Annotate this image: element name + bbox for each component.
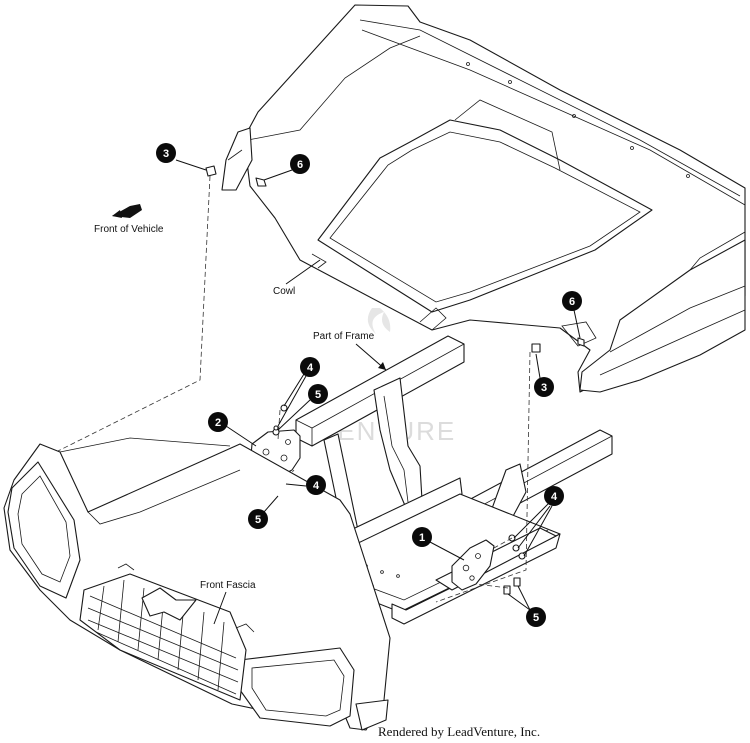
svg-text:5: 5 bbox=[255, 514, 261, 526]
callout-6-right: 6 bbox=[562, 291, 582, 339]
cowl-leader bbox=[285, 259, 321, 285]
svg-text:6: 6 bbox=[569, 296, 575, 308]
svg-text:4: 4 bbox=[307, 362, 314, 374]
label-part-of-frame: Part of Frame bbox=[313, 331, 375, 342]
svg-text:4: 4 bbox=[551, 491, 558, 503]
front-of-vehicle-arrow bbox=[112, 204, 142, 218]
callout-2: 2 bbox=[208, 412, 257, 447]
front-fascia-part bbox=[3, 437, 391, 731]
callout-6-top: 6 bbox=[263, 154, 310, 181]
callout-5-upper: 5 bbox=[277, 384, 328, 431]
label-cowl: Cowl bbox=[273, 286, 295, 297]
svg-text:4: 4 bbox=[313, 480, 320, 492]
label-front-fascia: Front Fascia bbox=[200, 580, 256, 591]
fascia-leader bbox=[213, 591, 227, 625]
svg-text:3: 3 bbox=[163, 148, 169, 160]
svg-text:6: 6 bbox=[297, 159, 303, 171]
label-front-of-vehicle: Front of Vehicle bbox=[94, 224, 164, 235]
cowl-part bbox=[221, 4, 746, 393]
callout-4-right: 4 bbox=[513, 486, 564, 557]
svg-text:1: 1 bbox=[419, 532, 425, 544]
callout-1: 1 bbox=[412, 527, 465, 561]
svg-text:5: 5 bbox=[533, 612, 539, 624]
callout-4-lower: 4 bbox=[285, 475, 326, 495]
callout-4-upper: 4 bbox=[277, 357, 320, 427]
callout-3-top: 3 bbox=[156, 143, 207, 171]
bracket-right bbox=[451, 539, 495, 591]
callout-5-right: 5 bbox=[507, 585, 546, 627]
svg-text:3: 3 bbox=[541, 382, 547, 394]
svg-text:2: 2 bbox=[215, 417, 221, 429]
callout-5-lower: 5 bbox=[248, 495, 279, 529]
footer-credit: Rendered by LeadVenture, Inc. bbox=[378, 724, 541, 739]
svg-text:5: 5 bbox=[315, 389, 321, 401]
grille-mesh bbox=[87, 579, 239, 695]
callout-3-right: 3 bbox=[534, 353, 554, 397]
